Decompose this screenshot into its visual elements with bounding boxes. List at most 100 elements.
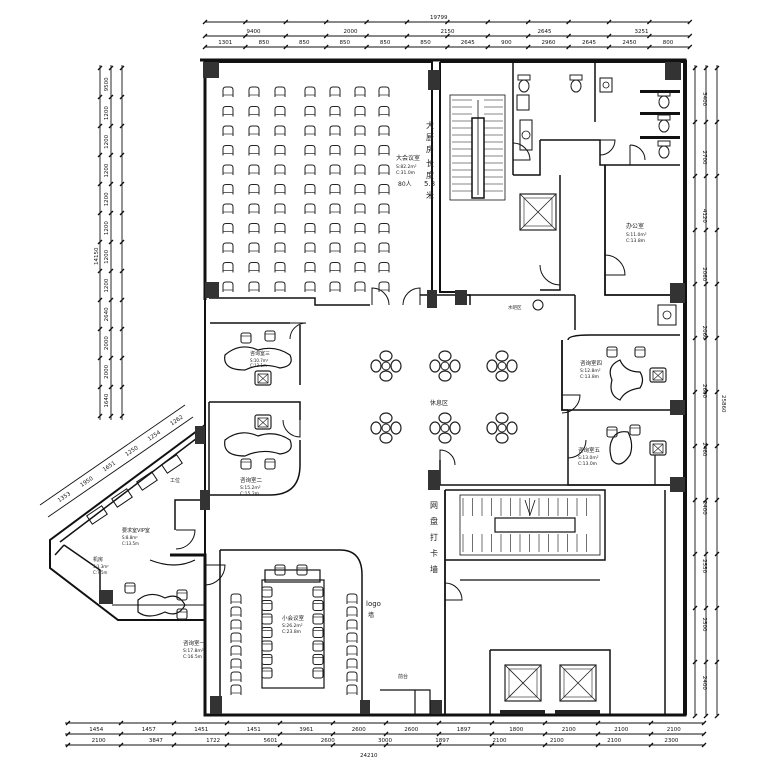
office-name: 办公室	[626, 222, 644, 230]
meeting-chair	[248, 86, 260, 98]
elevator-sill	[500, 710, 545, 714]
meeting-chair	[329, 203, 341, 215]
kitchen-note-char: 5.8	[424, 180, 435, 188]
dim-bottom-4: 2600	[321, 738, 335, 744]
meeting-chair	[248, 281, 260, 293]
dim-top2-2: 850	[299, 40, 310, 46]
meeting-chair	[274, 106, 286, 117]
dim-left-4: 1200	[104, 192, 110, 206]
meeting-chair	[378, 223, 390, 234]
meeting-chair	[354, 281, 366, 293]
consult2-perimeter: C:15.2m	[240, 491, 259, 497]
office-area: S:11.0m²	[626, 232, 647, 238]
dim-diag-4: 1254	[147, 430, 162, 443]
dim-bottom2-9: 2100	[562, 727, 576, 733]
dimension-labels-left: 9500120012001200120012001200120026402000…	[104, 77, 110, 408]
kitchen-note-char: 米	[426, 190, 434, 200]
dim-right-5: 2600	[701, 384, 707, 398]
consult2-name: 咨询室二	[240, 476, 263, 484]
structural-columns	[99, 62, 685, 714]
dim-bottom2-6: 2600	[404, 727, 418, 733]
meeting-chair	[346, 658, 358, 670]
meeting-chair	[378, 164, 390, 176]
vip-room-name: 要求室VIP室	[122, 527, 150, 534]
dim-top2-10: 2450	[622, 40, 636, 46]
big-meeting-perimeter: C:31.0m	[396, 170, 415, 176]
meeting-chair	[354, 125, 366, 137]
dim-top2-5: 850	[420, 40, 431, 46]
meeting-chair	[304, 281, 316, 293]
dim-top2-3: 850	[339, 40, 350, 46]
dim-bottom2-5: 2600	[352, 727, 366, 733]
server-room-area: S:3.3m²	[93, 564, 109, 569]
dim-left-7: 1200	[104, 278, 110, 292]
round-table-set	[486, 412, 518, 444]
meeting-chair	[248, 125, 260, 137]
meeting-seat	[261, 626, 273, 639]
logo-wall-label: 墙	[368, 611, 374, 619]
meeting-chair	[230, 658, 242, 670]
meeting-chair	[230, 593, 242, 605]
meeting-chair	[274, 262, 286, 273]
meeting-chair	[354, 242, 366, 254]
dim-right-total: 25860	[720, 395, 726, 413]
meeting-seat	[312, 586, 324, 598]
dim-left-2: 1200	[104, 134, 110, 148]
consult1-name: 咨询室一	[183, 639, 206, 647]
meeting-chair	[304, 203, 316, 215]
dim-bottom-10: 2300	[664, 738, 678, 744]
kitchen-note-char: 厨	[426, 133, 434, 142]
meeting-chair	[329, 281, 341, 293]
meeting-chair	[378, 203, 390, 215]
stairwell-right	[459, 494, 601, 556]
dim-top2-0: 1301	[218, 40, 232, 46]
meeting-chair	[248, 242, 260, 254]
meeting-chair	[329, 242, 341, 254]
dim-bottom2-7: 1897	[457, 727, 471, 733]
dim-top-4: 3251	[635, 29, 649, 35]
meeting-chair	[346, 684, 358, 696]
meeting-seat	[261, 586, 273, 598]
dim-right-9: 2500	[701, 617, 707, 631]
print-note-char: 网	[430, 501, 438, 510]
logo-label: logo	[366, 600, 381, 608]
meeting-chair	[354, 184, 366, 195]
meeting-chair	[329, 125, 341, 137]
round-table-set	[486, 350, 518, 382]
dimension-lines	[39, 21, 718, 746]
dim-left-11: 1640	[104, 393, 110, 407]
meeting-chair	[274, 223, 286, 234]
consult3-perimeter: C:13.1m	[250, 363, 267, 368]
front-desk-counter	[380, 689, 431, 715]
meeting-chair	[222, 262, 234, 273]
stair-treads-top	[452, 99, 503, 192]
dim-top-2: 2150	[441, 29, 455, 35]
dim-top2-7: 900	[501, 40, 512, 46]
meeting-chair	[230, 606, 242, 618]
dim-left-8: 2640	[104, 307, 110, 321]
meeting-chair	[274, 145, 286, 156]
meeting-chair	[329, 223, 341, 234]
meeting-chair	[222, 164, 234, 176]
meeting-chair	[329, 145, 341, 156]
front-desk-label: 前台	[398, 673, 408, 680]
dim-top-total: 19799	[430, 15, 448, 21]
meeting-chair	[230, 645, 242, 657]
meeting-chair	[304, 242, 316, 254]
meeting-chair	[304, 86, 316, 98]
meeting-chair	[304, 145, 316, 156]
meeting-chair	[346, 606, 358, 618]
dim-bottom2-0: 1454	[89, 727, 103, 733]
meeting-chair	[274, 86, 286, 98]
meeting-chair	[354, 203, 366, 215]
meeting-chair	[230, 684, 242, 696]
meeting-chair	[248, 203, 260, 215]
dim-right-7: 2400	[701, 501, 707, 515]
meeting-chair	[346, 632, 358, 644]
meeting-seat	[261, 613, 273, 625]
vip-room-desks	[86, 454, 183, 525]
